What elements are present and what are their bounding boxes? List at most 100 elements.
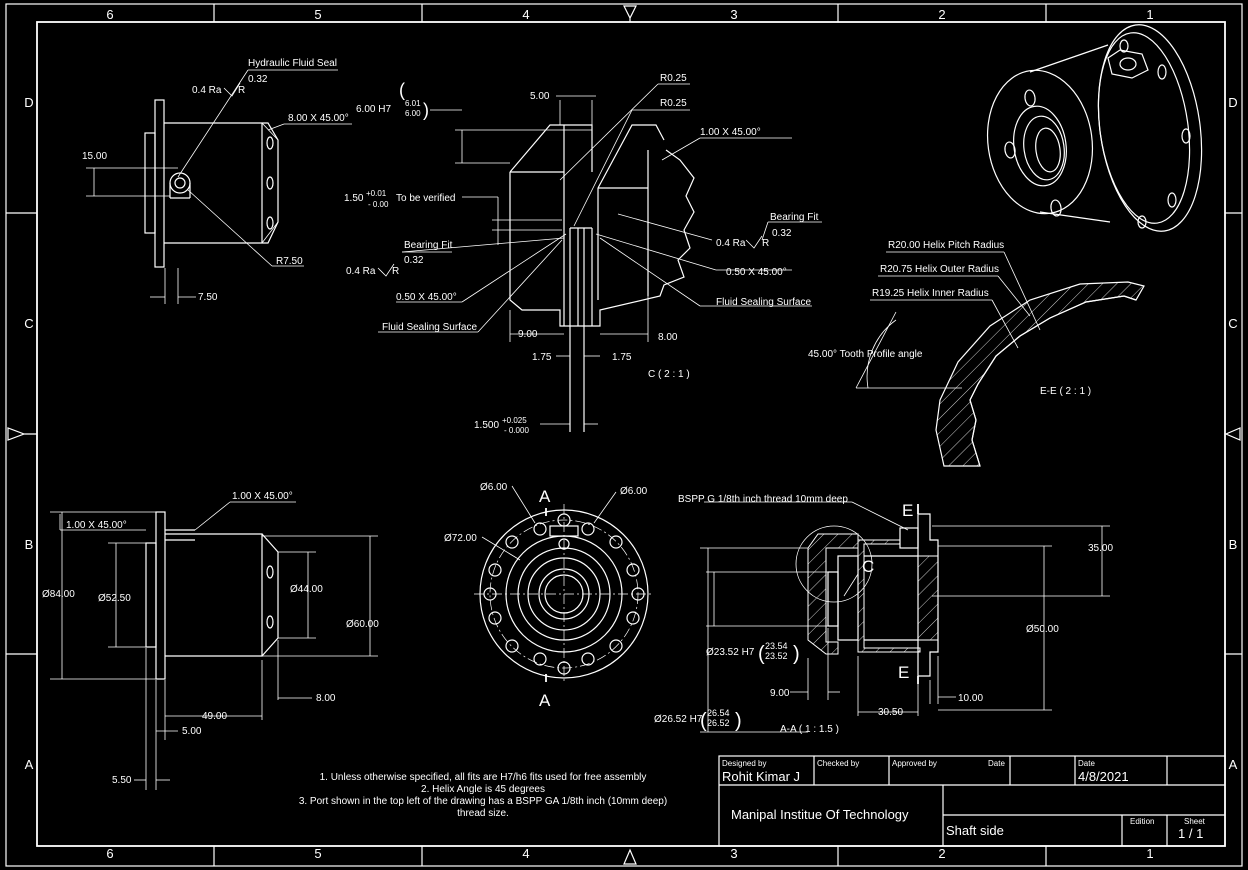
note-1: 1. Unless otherwise specified, all fits … <box>320 772 647 783</box>
fluid-seal-right: Fluid Sealing Surface <box>716 297 811 308</box>
isometric-view <box>986 24 1203 232</box>
zone-left-c: C <box>24 316 33 331</box>
dim-4900: 49.00 <box>202 711 227 722</box>
helix-pitch: R20.00 Helix Pitch Radius <box>888 240 1004 251</box>
dim-900: 9.00 <box>518 329 538 340</box>
fit-2352-up: 23.54 <box>765 641 788 651</box>
front-chamfer-left: 1.00 X 45.00° <box>66 520 127 531</box>
zone-left-a: A <box>25 757 34 772</box>
front-chamfer-top: 1.00 X 45.00° <box>232 491 293 502</box>
dia-6-left: Ø6.00 <box>480 482 508 493</box>
end-view: Ø6.00 Ø6.00 Ø72.00 A A <box>444 482 654 710</box>
section-aa-label: A-A ( 1 : 1.5 ) <box>780 724 839 735</box>
zone-right-b: B <box>1229 537 1238 552</box>
dim-750: 7.50 <box>198 292 218 303</box>
fit-2652-paren-close: ) <box>735 710 742 732</box>
zone-top-5: 5 <box>314 7 321 22</box>
centering-mark-bottom <box>623 848 637 865</box>
dim-35: 35.00 <box>1088 543 1113 554</box>
zone-right-c: C <box>1228 316 1237 331</box>
ra-right-r: R <box>762 238 769 249</box>
aa-dim-900: 9.00 <box>770 688 790 699</box>
dia-50: Ø50.00 <box>1026 624 1059 635</box>
tol-150-up: +0.01 <box>366 189 387 198</box>
approved-by-label: Approved by <box>892 759 937 768</box>
fit-2352-paren-open: ( <box>758 643 765 665</box>
note-2: 2. Helix Angle is 45 degrees <box>421 784 545 795</box>
dim-3050: 30.50 <box>878 707 903 718</box>
chamfer-100: 1.00 X 45.00° <box>700 127 761 138</box>
label-hydraulic-fluid-seal: Hydraulic Fluid Seal <box>248 58 337 69</box>
note-3-cont: thread size. <box>457 808 509 819</box>
ra-value: 0.4 Ra <box>192 85 222 96</box>
sheet-label: Sheet <box>1184 817 1206 826</box>
detail-c: 5.00 6.00 H7 ( 6.01 6.00 ) R0.25 R0.25 1… <box>344 73 822 435</box>
checked-by-label: Checked by <box>817 759 859 768</box>
r025-b: R0.25 <box>660 98 687 109</box>
side-view: Hydraulic Fluid Seal 0.4 Ra 0.32 R 8.00 … <box>82 58 352 304</box>
fit-2652: Ø26.52 H7 <box>654 714 703 725</box>
part-name: Shaft side <box>946 823 1004 838</box>
zone-top-3: 3 <box>730 7 737 22</box>
dia-6-right: Ø6.00 <box>620 486 648 497</box>
bearing-fit-left-sub: 0.32 <box>404 255 424 266</box>
zone-right-a: A <box>1229 757 1238 772</box>
zone-bottom-3: 3 <box>730 846 737 861</box>
fit-2352: Ø23.52 H7 <box>706 647 755 658</box>
dim-1000: 10.00 <box>958 693 983 704</box>
ra-right: 0.4 Ra <box>716 238 746 249</box>
dim-15: 15.00 <box>82 151 107 162</box>
tol-1500-low: - 0.000 <box>504 426 529 435</box>
zone-top-1: 1 <box>1146 7 1153 22</box>
cut-a-top: A <box>539 487 551 506</box>
edition-label: Edition <box>1130 817 1154 826</box>
detail-c-mark: C <box>862 557 874 576</box>
fluid-seal-left: Fluid Sealing Surface <box>382 322 477 333</box>
dia-72: Ø72.00 <box>444 533 477 544</box>
note-3: 3. Port shown in the top left of the dra… <box>299 796 667 807</box>
general-notes: 1. Unless otherwise specified, all fits … <box>299 772 667 819</box>
zone-top-4: 4 <box>522 7 529 22</box>
helix-inner: R19.25 Helix Inner Radius <box>872 288 989 299</box>
zone-bottom-4: 4 <box>522 846 529 861</box>
to-be-verified: To be verified <box>396 193 455 204</box>
front-view: 1.00 X 45.00° 1.00 X 45.00° Ø84.00 Ø52.5… <box>42 491 379 790</box>
chamfer-050-right: 0.50 X 45.00° <box>726 267 787 278</box>
front-dim-800: 8.00 <box>316 693 336 704</box>
chamfer-8: 8.00 X 45.00° <box>288 113 349 124</box>
fit-2652-low: 26.52 <box>707 718 730 728</box>
fit-600-paren-open: ( <box>399 80 405 100</box>
centering-mark-right <box>1224 427 1241 441</box>
tol-150: 1.50 <box>344 193 364 204</box>
detail-e-label: E-E ( 2 : 1 ) <box>1040 386 1091 397</box>
fit-2352-paren-close: ) <box>793 643 800 665</box>
zone-bottom-1: 1 <box>1146 846 1153 861</box>
fit-2352-low: 23.52 <box>765 651 788 661</box>
zone-right-d: D <box>1228 95 1237 110</box>
tol-1500: 1.500 <box>474 420 499 431</box>
date-value: 4/8/2021 <box>1078 769 1129 784</box>
dim-175-right: 1.75 <box>612 352 632 363</box>
r025-a: R0.25 <box>660 73 687 84</box>
cut-a-bottom: A <box>539 691 551 710</box>
zone-left-d: D <box>24 95 33 110</box>
zone-top-2: 2 <box>938 7 945 22</box>
zone-labels: 6 5 4 3 2 1 6 5 4 3 2 1 D C B A D C B A <box>24 7 1237 861</box>
drawing-frame <box>5 3 1243 867</box>
date-label-1: Date <box>988 759 1005 768</box>
thread-note: BSPP G 1/8th inch thread 10mm deep <box>678 494 848 505</box>
zone-top-6: 6 <box>106 7 113 22</box>
fit-600-low: 6.00 <box>405 109 421 118</box>
dia-44: Ø44.00 <box>290 584 323 595</box>
bearing-fit-right-sub: 0.32 <box>772 228 792 239</box>
date-label-2: Date <box>1078 759 1095 768</box>
section-aa: BSPP G 1/8th inch thread 10mm deep E E C… <box>654 494 1113 735</box>
dia-84: Ø84.00 <box>42 589 75 600</box>
tooth-angle: 45.00° Tooth Profile angle <box>808 349 923 360</box>
zone-bottom-5: 5 <box>314 846 321 861</box>
institute-name: Manipal Institue Of Technology <box>731 807 909 822</box>
front-dim-500: 5.00 <box>182 726 202 737</box>
radius-750: R7.50 <box>276 256 303 267</box>
centering-mark-left <box>7 427 37 441</box>
cut-e-top: E <box>902 501 913 520</box>
